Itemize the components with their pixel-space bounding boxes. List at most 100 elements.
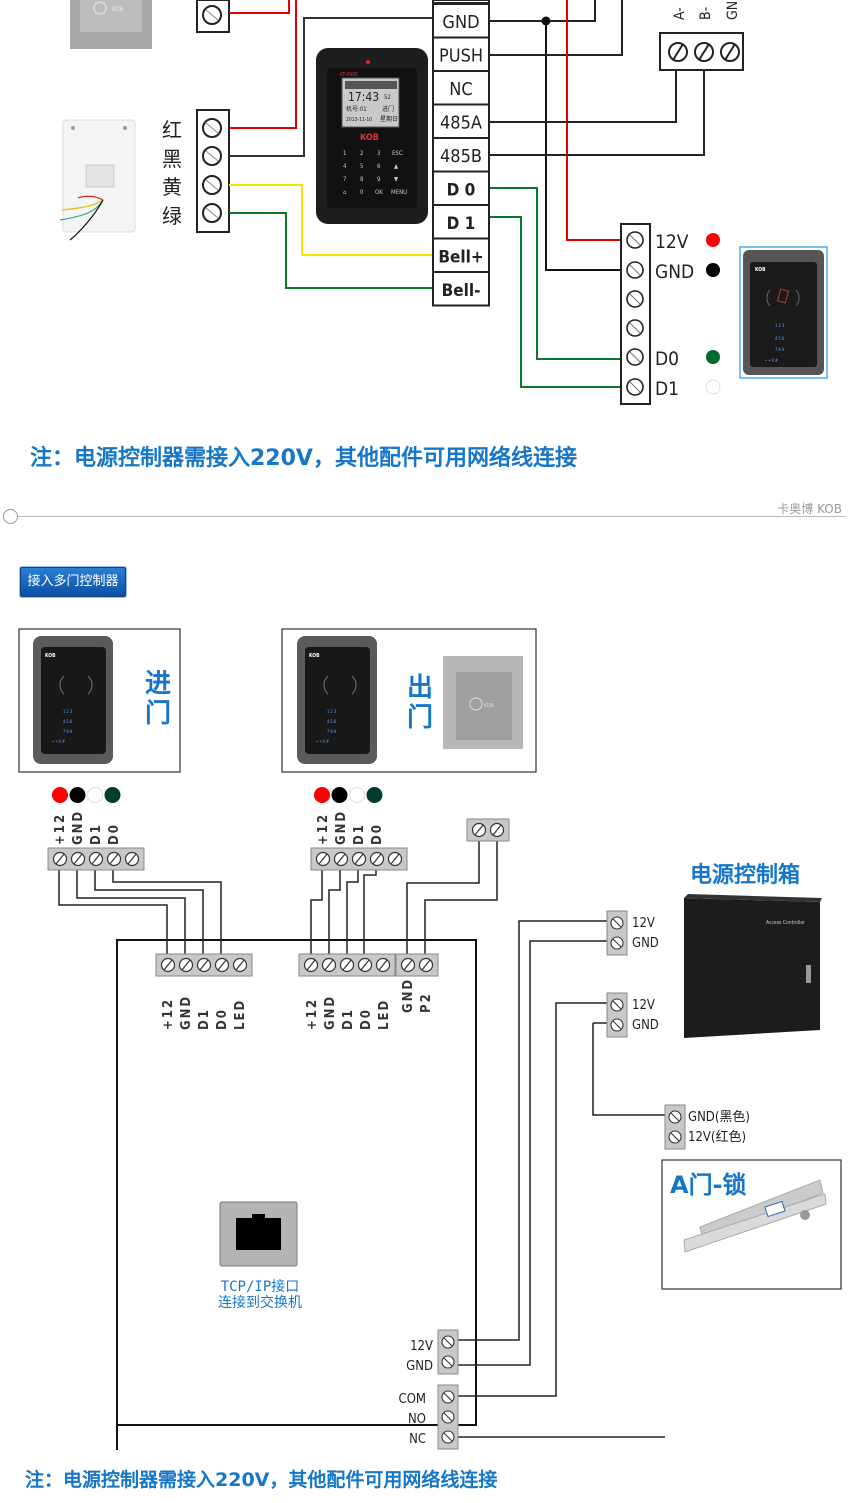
wire-d0 [489,187,622,360]
terminal-label: P2 [419,992,434,1013]
svg-text:1 2 3: 1 2 3 [775,323,784,328]
terminal-label: D0 [215,1008,230,1030]
exit-reader-photo: KOB 1 2 34 5 67 8 9• • 0 # [297,636,377,764]
controller-terminal-label: Bell+ [438,248,483,268]
color-dot [366,787,383,803]
exit-button-photo: KOB [70,0,152,49]
terminal-label: +12 [316,813,331,845]
terminal-label: GND [179,995,194,1030]
terminal-label: NC [409,1432,426,1447]
dot-white [705,379,721,395]
wire-push [489,0,623,56]
label-yellow: 黄 [162,175,182,199]
terminal-label: GND [406,1359,433,1374]
controller-terminal-label: 485A [440,113,482,134]
svg-text:52: 52 [384,94,391,101]
terminal-label: +12 [305,998,320,1030]
svg-text:• • 0 #: • • 0 # [765,358,778,363]
controller-terminal-label: D 1 [447,214,476,234]
color-dot [69,787,86,803]
exit-button-terminal [196,0,230,33]
terminal-label: D0 [370,823,385,845]
svg-text:6: 6 [377,163,381,170]
svg-text:KOB: KOB [45,653,56,659]
controller-box [116,939,477,1450]
svg-text:▼: ▼ [394,176,399,183]
svg-text:1: 1 [343,150,346,157]
svg-text:4 5 6: 4 5 6 [327,719,337,724]
doorbell-photo [59,119,136,241]
terminal-label: GND [632,1018,659,1033]
exit-label: 出门 [406,673,433,733]
svg-text:B-: B- [698,7,714,20]
svg-text:机号:01: 机号:01 [346,105,367,113]
wire-exit-red [229,0,290,14]
terminal-label: LED [233,999,248,1030]
label-black: 黑 [162,146,182,171]
standalone-reader-photo: KT-X900 17:43 52 机号:01 进门 2013-11-10 星期日… [316,48,428,224]
controller-terminal [432,271,490,307]
bottom-note: 注：电源控制器需接入220V，其他配件可用网络线连接 [25,1469,498,1491]
terminal-label: GND [632,936,659,951]
terminal-label: NO [408,1412,426,1427]
svg-text:Access Controller: Access Controller [766,920,805,926]
terminal-label: D1 [341,1008,356,1030]
svg-text:0: 0 [360,189,364,196]
color-dot [52,787,68,803]
bottom-wires [58,841,665,1438]
bell-terminal-block [196,109,230,233]
wire-485a [489,70,677,123]
entry-color-dots [52,787,121,803]
svg-text:KOB: KOB [112,6,123,13]
dot-red [706,233,720,247]
terminal-label: 12V [410,1339,433,1354]
wire-bell-green [229,212,437,289]
svg-text:GN: GN [725,1,741,20]
wire-d1 [489,216,622,388]
exit-color-dots [314,787,383,803]
controller-terminal [432,70,490,106]
svg-text:ESC: ESC [392,150,403,157]
svg-text:5: 5 [360,163,363,170]
rs485-terminal-block: A- B- GN [659,1,744,71]
wire-gnd-reader [545,21,622,271]
color-dot [331,787,348,803]
label-red: 红 [162,118,182,142]
exit-button-photo-2: KOB [443,656,523,749]
label-green: 绿 [162,203,182,228]
top-note: 注：电源控制器需接入220V，其他配件可用网络线连接 [30,446,577,471]
terminal-label: +12 [161,998,176,1030]
reader-terminal-label: 12V [655,231,689,253]
terminal-label: D1 [197,1008,212,1030]
svg-text:3: 3 [377,150,380,157]
terminal-label: COM [399,1392,426,1407]
brand-label: 卡奥博 KOB [777,502,842,516]
bell-wire-labels: 红 黑 黄 绿 [162,116,182,230]
wire-bell-black [229,17,437,157]
svg-text:MENU: MENU [391,189,407,196]
terminal-label: +12 [53,813,68,845]
svg-text:7 8 9: 7 8 9 [327,729,337,734]
svg-text:7 8 9: 7 8 9 [775,347,785,352]
reader-brand: KOB [360,133,379,143]
color-dot [87,787,103,803]
entry-label: 进门 [144,669,171,729]
svg-text:2: 2 [360,150,363,157]
multi-door-controller-button[interactable]: 接入多门控制器 [20,567,126,597]
wire-485b [489,70,705,156]
controller-terminal-label: Bell- [442,281,481,301]
controller-terminal-label: 485B [440,146,482,167]
power-supply-box-photo: Access Controller [684,894,822,1038]
svg-text:1 2 3: 1 2 3 [63,709,72,714]
svg-text:OK: OK [375,189,383,196]
top-wiring-diagram: KOB [59,0,828,405]
svg-text:• • 0 #: • • 0 # [316,739,329,744]
svg-text:2013-11-10: 2013-11-10 [346,117,372,123]
door-lock-photo [683,1179,827,1253]
controller-terminal-label: PUSH [439,46,483,67]
bottom-wiring-diagram: KOB 1 2 34 5 67 8 9• • 0 # KOB 1 2 34 5 … [18,628,842,1450]
terminal-label: GND(黑色) [688,1109,750,1125]
